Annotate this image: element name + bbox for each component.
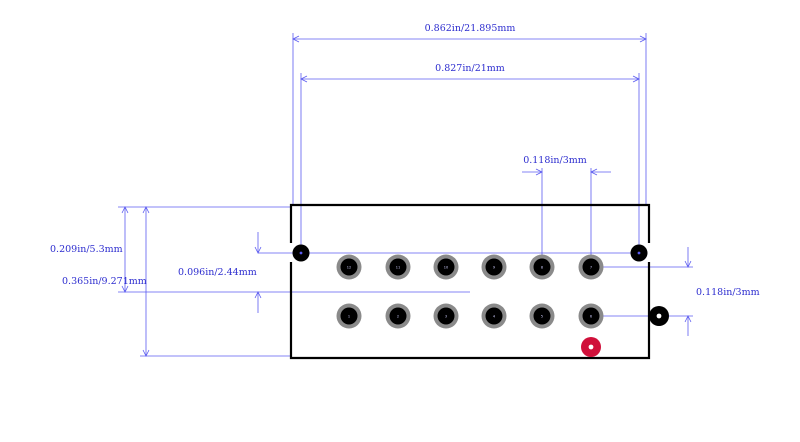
pad: 6 [578,303,604,329]
pad-number: 10 [444,266,448,270]
hole-span-dimension: 0.827in/21mm [300,63,640,246]
pad: 12 [336,254,362,280]
pad: 10 [433,254,459,280]
pad-hole [485,258,503,276]
hole-span-label: 0.827in/21mm [435,63,505,74]
mounting-hole-right [630,244,648,262]
pad-hole [437,307,455,325]
pin1-marker [581,337,601,357]
pad-number: 12 [347,266,351,270]
pad-number: 7 [590,266,592,270]
pad-number: 1 [348,315,350,319]
pad-number: 5 [541,315,543,319]
pad-hole [389,258,407,276]
pad-number: 9 [493,266,495,270]
body-height-dimension: 0.365in/9.271mm [62,206,291,357]
overall-width-dimension: 0.862in/21.895mm [292,23,647,206]
pad-hole [533,258,551,276]
pad-number: 3 [445,315,447,319]
pad-row-bottom: 1 2 3 4 5 6 [336,303,604,329]
pad-hole [340,307,358,325]
pad-number: 4 [493,315,496,319]
row-offset-label: 0.096in/2.44mm [178,267,257,278]
pad: 3 [433,303,459,329]
pad-number: 6 [590,315,592,319]
component-outline [289,203,651,360]
pad: 5 [529,303,555,329]
pad-number: 11 [396,266,400,270]
pad-hole [437,258,455,276]
pad: 7 [578,254,604,280]
row-offset-dimension: 0.096in/2.44mm [178,232,640,313]
pad-row-top: 12 11 10 9 8 7 [336,254,604,280]
pad: 1 [336,303,362,329]
pad-hole [485,307,503,325]
hole-offset-dimension: 0.209in/5.3mm [50,206,470,293]
pad: 2 [385,303,411,329]
pad-hole [582,258,600,276]
mounting-hole-side [649,306,669,326]
row-pitch-label: 0.118in/3mm [696,287,760,298]
pin-pitch-label: 0.118in/3mm [523,155,587,166]
pad: 11 [385,254,411,280]
pad-hole [582,307,600,325]
body-height-label: 0.365in/9.271mm [62,276,147,287]
pad: 9 [481,254,507,280]
pad-hole [533,307,551,325]
pad-hole [340,258,358,276]
hole-offset-label: 0.209in/5.3mm [50,244,123,255]
pad-number: 2 [397,315,399,319]
pad-number: 8 [541,266,543,270]
row-pitch-dimension: 0.118in/3mm [591,247,760,336]
pin-pitch-dimension: 0.118in/3mm [522,155,611,266]
mounting-hole-left [292,244,310,262]
pad: 8 [529,254,555,280]
pad-hole [389,307,407,325]
overall-width-label: 0.862in/21.895mm [425,23,516,34]
pad: 4 [481,303,507,329]
